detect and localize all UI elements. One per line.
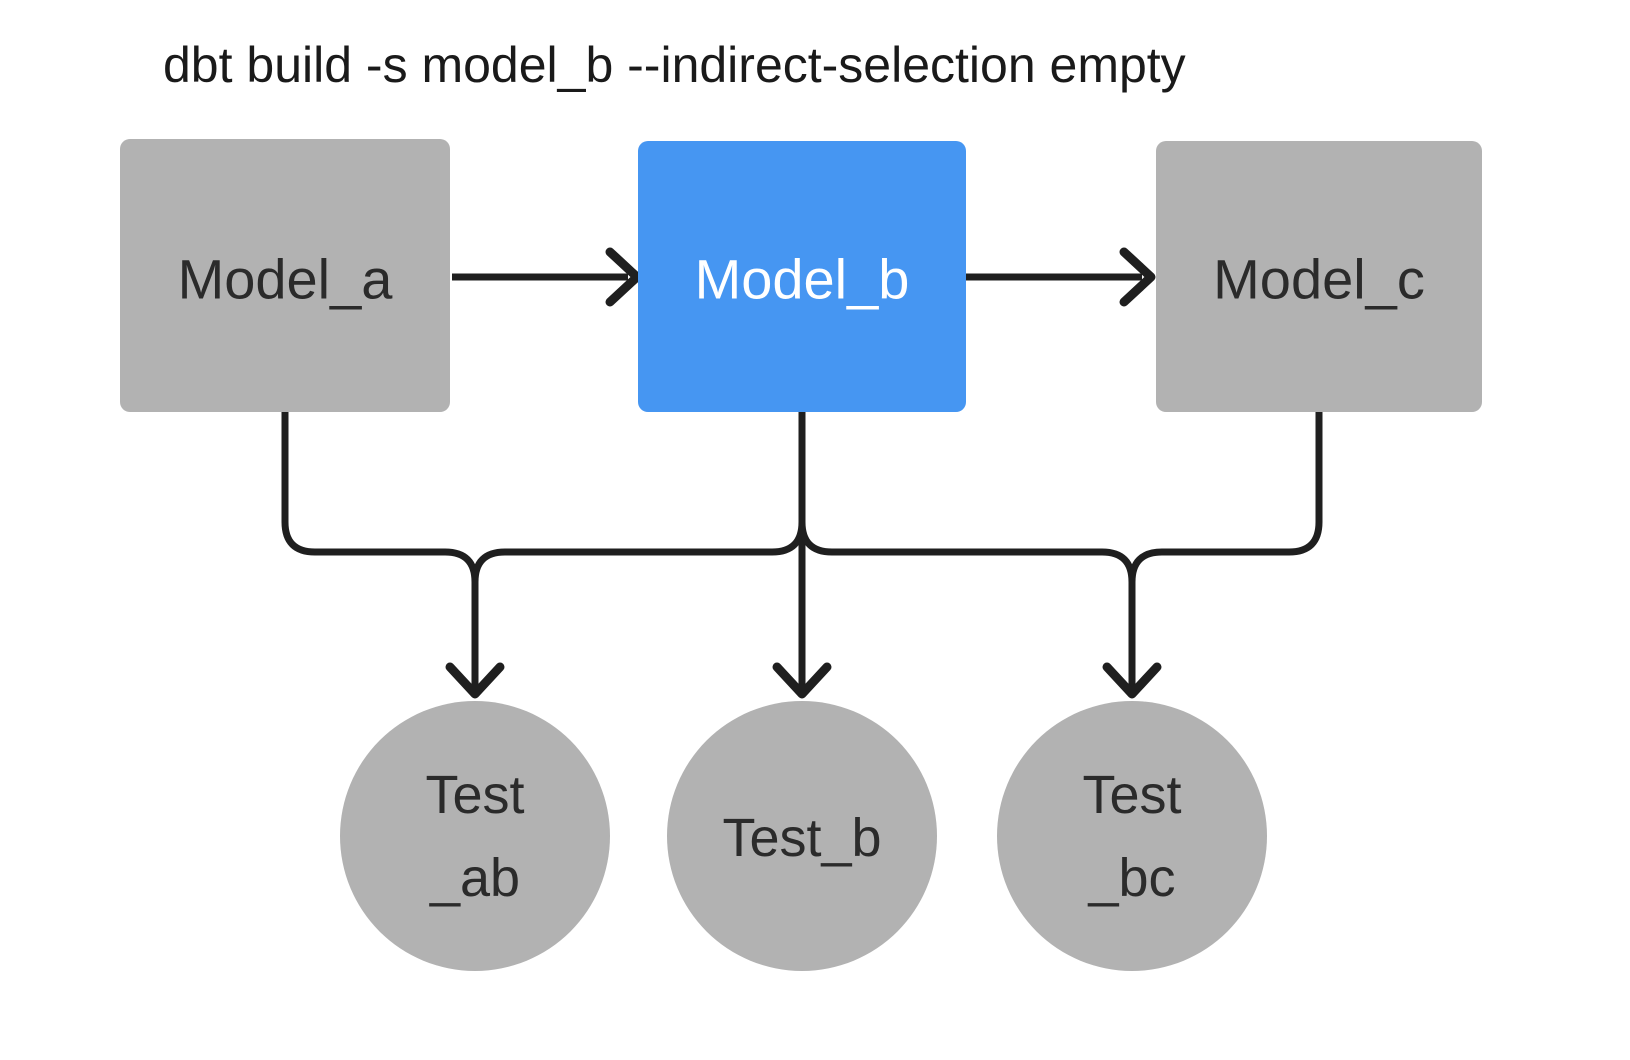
- node-test_ab-shape: [340, 701, 610, 971]
- edge-model_b-model_c: [966, 247, 1156, 307]
- edge-model_b-test_bc: [798, 412, 1136, 690]
- edge-model_a-test_ab: [281, 412, 479, 690]
- edge-model_b-test_ab: [471, 412, 806, 690]
- diagram-title: dbt build -s model_b --indirect-selectio…: [163, 37, 1186, 93]
- node-model_a-label: Model_a: [178, 248, 394, 311]
- node-test_ab: Test _ab: [340, 701, 610, 971]
- node-model_b-label: Model_b: [695, 248, 910, 311]
- arrowhead-down-icon: [1102, 662, 1162, 699]
- node-model_c-label: Model_c: [1213, 248, 1425, 311]
- node-test_b-shape: [667, 701, 937, 971]
- node-model_a: Model_a: [120, 139, 450, 412]
- node-test_ab-label-line2: _ab: [429, 848, 520, 908]
- node-model_c-shape: [1156, 141, 1482, 412]
- node-test_bc-label-line2: _bc: [1087, 848, 1175, 908]
- edge-model_c-test_bc: [1128, 412, 1323, 690]
- node-model_a-shape: [120, 139, 450, 412]
- arrowhead-right-icon: [605, 247, 642, 307]
- arrowhead-down-icon: [445, 662, 505, 699]
- node-test_bc: Test _bc: [997, 701, 1267, 971]
- node-test_bc-label-line1: Test: [1082, 765, 1181, 825]
- node-test_ab-label-line1: Test: [425, 765, 524, 825]
- node-model_b: Model_b: [638, 141, 966, 412]
- node-test_b-label: Test_b: [722, 808, 881, 868]
- edge-model_a-model_b: [452, 247, 642, 307]
- node-model_b-shape: [638, 141, 966, 412]
- node-test_bc-shape: [997, 701, 1267, 971]
- node-model_c: Model_c: [1156, 141, 1482, 412]
- arrowhead-right-icon: [1119, 247, 1156, 307]
- arrowhead-down-icon: [772, 662, 832, 699]
- node-test_b: Test_b: [667, 701, 937, 971]
